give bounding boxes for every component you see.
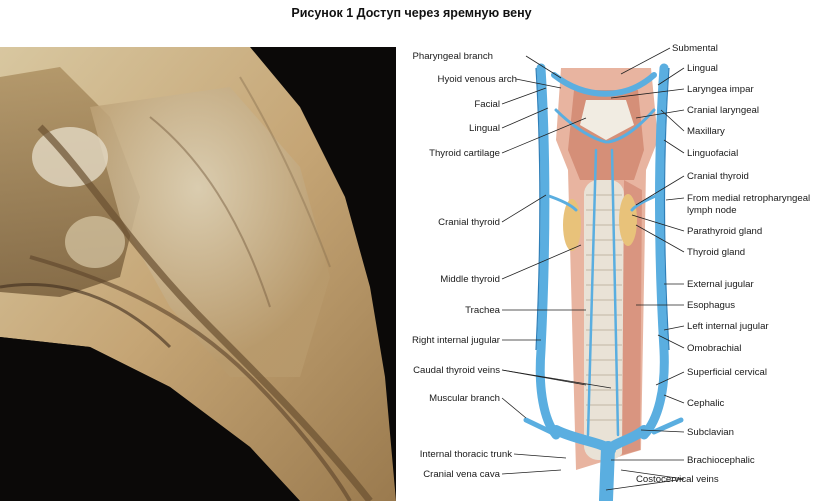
label-cranial-thyroid-left: Cranial thyroid xyxy=(438,217,500,228)
neck-vein-anatomy-illustration-icon xyxy=(501,47,685,501)
label-thyroid-gland: Thyroid gland xyxy=(687,247,746,258)
label-cranial-vena-cava: Cranial vena cava xyxy=(423,469,500,480)
label-parathyroid-gland: Parathyroid gland xyxy=(687,226,763,237)
label-lingual-left: Lingual xyxy=(469,123,500,134)
label-superficial-cervical: Superficial cervical xyxy=(687,367,767,378)
dissection-photo xyxy=(0,47,396,501)
label-lymph-node: lymph node xyxy=(687,205,737,216)
label-esophagus: Esophagus xyxy=(687,300,736,311)
thyroid-gland-right xyxy=(563,199,581,251)
figure-title: Рисунок 1 Доступ через яремную вену xyxy=(291,6,532,20)
esophagus-shape xyxy=(622,180,642,455)
label-laryngea-impar: Laryngea impar xyxy=(687,84,754,95)
label-cranial-thyroid-right: Cranial thyroid xyxy=(687,171,749,182)
label-internal-thoracic-trunk: Internal thoracic trunk xyxy=(419,449,512,460)
label-hyoid-venous-arch: Hyoid venous arch xyxy=(437,74,517,85)
dissection-photo-icon xyxy=(0,47,396,501)
anatomy-diagram: Pharyngeal branch Hyoid venous arch Faci… xyxy=(396,30,823,501)
label-left-internal-jugular: Left internal jugular xyxy=(687,321,769,332)
thyroid-cartilage xyxy=(580,100,634,140)
label-thyroid-cartilage: Thyroid cartilage xyxy=(429,148,500,159)
label-omobrachial: Omobrachial xyxy=(687,343,742,354)
label-right-internal-jugular: Right internal jugular xyxy=(412,335,500,346)
label-trachea: Trachea xyxy=(465,305,500,316)
thyroid-gland-left xyxy=(619,194,637,246)
label-facial: Facial xyxy=(474,99,500,110)
label-maxillary: Maxillary xyxy=(687,126,725,137)
vein-outlines xyxy=(535,67,670,351)
label-from-medial-retropharyngeal: From medial retropharyngeal xyxy=(687,193,811,204)
label-external-jugular: External jugular xyxy=(687,279,754,290)
leader-lines-right xyxy=(605,47,685,491)
label-submental: Submental xyxy=(672,43,718,54)
label-brachiocephalic: Brachiocephalic xyxy=(687,455,755,466)
label-middle-thyroid: Middle thyroid xyxy=(440,274,500,285)
veins xyxy=(523,63,684,501)
label-lingual-right: Lingual xyxy=(687,63,718,74)
label-costocervical-veins: Costocervical veins xyxy=(636,474,719,485)
label-subclavian: Subclavian xyxy=(687,427,734,438)
label-cranial-laryngeal: Cranial laryngeal xyxy=(687,105,759,116)
label-linguofacial: Linguofacial xyxy=(687,148,739,159)
label-cephalic: Cephalic xyxy=(687,398,725,409)
label-muscular-branch: Muscular branch xyxy=(429,393,500,404)
leader-lines-left xyxy=(501,55,612,475)
label-pharyngeal-branch: Pharyngeal branch xyxy=(412,51,493,62)
label-caudal-thyroid-veins: Caudal thyroid veins xyxy=(413,365,500,376)
